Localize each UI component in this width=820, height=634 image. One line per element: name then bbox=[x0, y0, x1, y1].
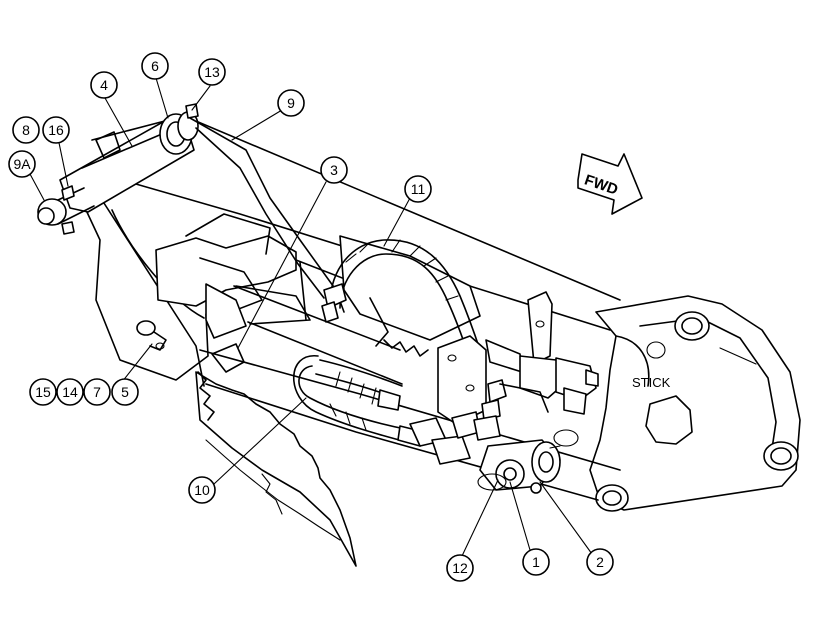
leader-lines bbox=[29, 77, 593, 557]
callout-label: 13 bbox=[204, 64, 220, 80]
callout-12[interactable]: 12 bbox=[446, 554, 474, 582]
stick-label: STICK bbox=[632, 375, 671, 390]
callout-label: 8 bbox=[22, 122, 30, 138]
hose-11 bbox=[321, 239, 481, 355]
callout-label: 5 bbox=[121, 384, 129, 400]
callout-7[interactable]: 7 bbox=[83, 378, 111, 406]
callout-3[interactable]: 3 bbox=[320, 156, 348, 184]
callout-4[interactable]: 4 bbox=[90, 71, 118, 99]
callout-label: 3 bbox=[330, 162, 338, 178]
callout-1[interactable]: 1 bbox=[522, 548, 550, 576]
valve-bracket bbox=[409, 291, 599, 465]
callout-label: 9A bbox=[13, 156, 31, 172]
callout-14[interactable]: 14 bbox=[56, 378, 84, 406]
callout-label: 6 bbox=[151, 58, 159, 74]
hose-clamp-5 bbox=[136, 320, 167, 351]
callout-label: 7 bbox=[93, 384, 101, 400]
callout-11[interactable]: 11 bbox=[404, 175, 432, 203]
callout-9a[interactable]: 9A bbox=[8, 150, 36, 178]
upper-pin-assembly bbox=[37, 103, 345, 313]
callout-label: 9 bbox=[287, 95, 295, 111]
callout-label: 12 bbox=[452, 560, 468, 576]
callout-15[interactable]: 15 bbox=[29, 378, 57, 406]
callout-8[interactable]: 8 bbox=[12, 116, 40, 144]
callout-16[interactable]: 16 bbox=[42, 116, 70, 144]
callout-label: 4 bbox=[100, 77, 108, 93]
callout-13[interactable]: 13 bbox=[198, 58, 226, 86]
callout-label: 10 bbox=[194, 482, 210, 498]
callout-label: 15 bbox=[35, 384, 51, 400]
forward-direction-arrow: FWD bbox=[577, 153, 643, 215]
callout-2[interactable]: 2 bbox=[586, 548, 614, 576]
callout-label: 2 bbox=[596, 554, 604, 570]
lower-pin-assembly bbox=[477, 429, 579, 494]
callout-9[interactable]: 9 bbox=[277, 89, 305, 117]
boom-body bbox=[85, 115, 621, 567]
callout-6[interactable]: 6 bbox=[141, 52, 169, 80]
callout-label: 14 bbox=[62, 384, 78, 400]
callout-label: 16 bbox=[48, 122, 64, 138]
callout-label: 11 bbox=[411, 181, 426, 197]
stick-body bbox=[589, 295, 801, 512]
callout-10[interactable]: 10 bbox=[188, 476, 216, 504]
callout-5[interactable]: 5 bbox=[111, 378, 139, 406]
callout-label: 1 bbox=[532, 554, 540, 570]
